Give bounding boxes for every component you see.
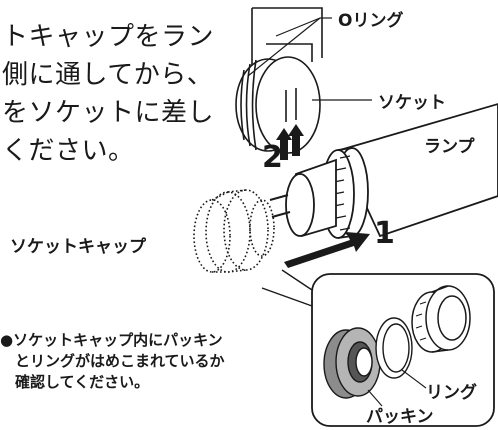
packing-part	[323, 327, 381, 399]
ring-part	[375, 317, 413, 379]
socket-cap-part	[411, 285, 471, 353]
step-2-number: 2	[262, 140, 283, 175]
note-text: ●ソケットキャップ内にパッキン とリングがはめこまれているか 確認してください。	[0, 330, 225, 393]
step2-arrows	[276, 124, 304, 160]
o-ring-callout	[247, 17, 332, 77]
instruction-line: トキャップをラン	[2, 22, 215, 52]
note-line: とリングがはめこまれているか	[0, 352, 225, 370]
socket-label: ソケット	[378, 93, 446, 113]
ring-label: リング	[426, 383, 477, 403]
note-line: 確認してください。	[0, 373, 150, 391]
socket-fixture	[235, 7, 323, 154]
instruction-line: をソケットに差し	[2, 98, 215, 128]
lamp-tube	[269, 103, 498, 239]
step1-arrow	[284, 232, 370, 268]
lamp-label: ランプ	[424, 137, 475, 157]
zoom-label-lines	[367, 369, 427, 407]
o-ring-label: Oリング	[338, 11, 404, 31]
instruction-line: 側に通してから、	[2, 60, 214, 90]
socket-cap-dotted	[193, 189, 275, 273]
instruction-line: ください。	[2, 136, 135, 166]
socket-cap-label: ソケットキャップ	[10, 237, 146, 257]
instruction-text: トキャップをラン 側に通してから、 をソケットに差し ください。	[2, 18, 214, 170]
packing-label: パッキン	[366, 407, 434, 427]
note-line: ●ソケットキャップ内にパッキン	[0, 331, 223, 349]
step-1-number: 1	[374, 216, 395, 251]
